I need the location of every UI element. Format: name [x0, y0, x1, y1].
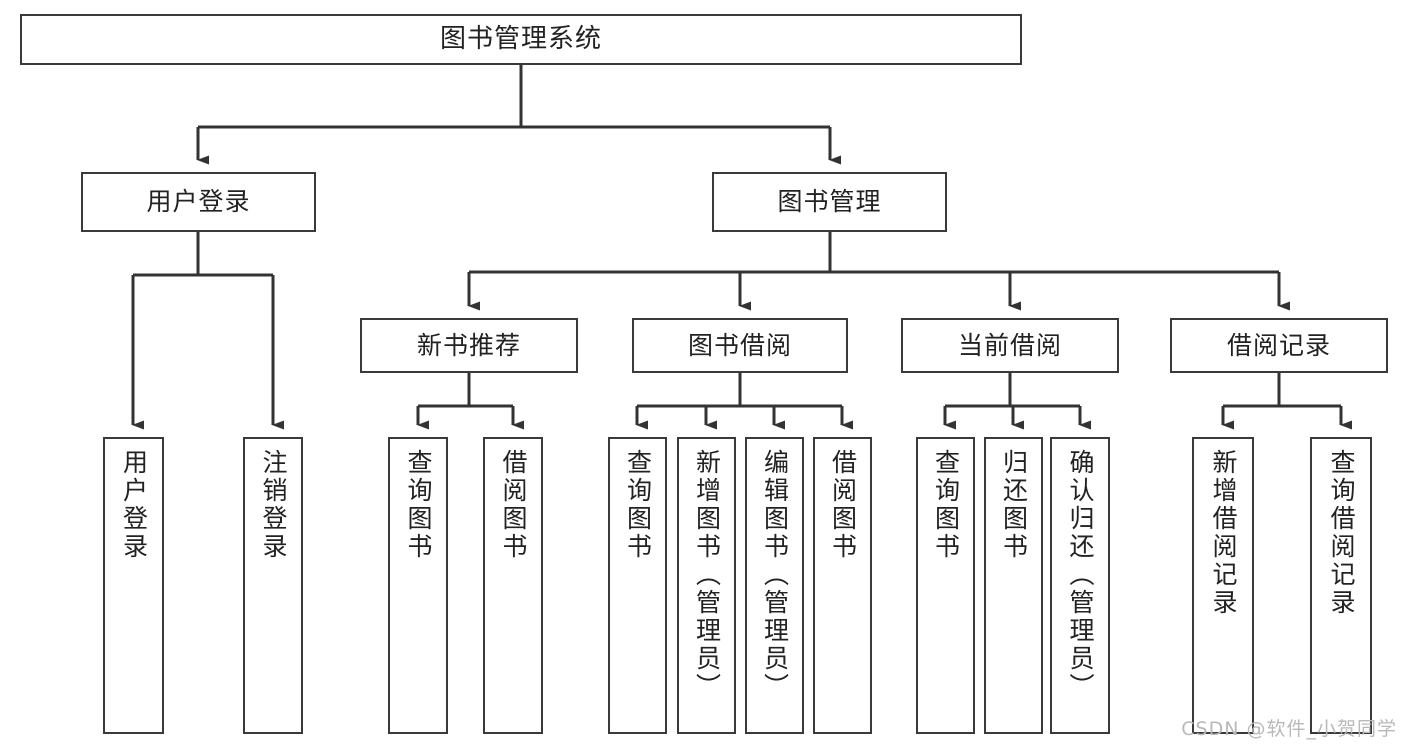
node-leaf-borrow-book-2-label: 借阅图书 [828, 449, 858, 561]
node-book-borrow-label: 图书借阅 [687, 330, 792, 360]
node-leaf-borrow-book-2[interactable]: 借阅图书 [813, 437, 872, 734]
node-leaf-return-book-label: 归还图书 [999, 449, 1029, 561]
node-leaf-query-record-label: 查询借阅记录 [1327, 449, 1356, 617]
node-leaf-user-login-label: 用户登录 [119, 449, 149, 561]
node-leaf-add-book-label: 新增图书（管理员） [692, 449, 722, 701]
node-leaf-add-record-label: 新增借阅记录 [1209, 449, 1238, 617]
node-leaf-query-record[interactable]: 查询借阅记录 [1310, 437, 1372, 734]
node-current-borrow-label: 当前借阅 [957, 330, 1062, 360]
node-leaf-add-book[interactable]: 新增图书（管理员） [677, 437, 736, 734]
node-book-manage[interactable]: 图书管理 [712, 172, 947, 232]
node-root[interactable]: 图书管理系统 [20, 14, 1022, 65]
node-leaf-query-book-2[interactable]: 查询图书 [608, 437, 667, 734]
node-book-borrow[interactable]: 图书借阅 [632, 318, 848, 373]
node-leaf-query-book-1[interactable]: 查询图书 [388, 437, 448, 734]
node-current-borrow[interactable]: 当前借阅 [901, 318, 1119, 373]
node-book-manage-label: 图书管理 [777, 187, 882, 217]
node-leaf-user-login[interactable]: 用户登录 [103, 437, 164, 734]
node-leaf-user-logout[interactable]: 注销登录 [243, 437, 303, 734]
node-leaf-return-book[interactable]: 归还图书 [984, 437, 1043, 734]
node-new-book-recommend-label: 新书推荐 [416, 330, 521, 360]
node-leaf-user-logout-label: 注销登录 [259, 449, 288, 561]
node-leaf-add-record[interactable]: 新增借阅记录 [1192, 437, 1254, 734]
node-leaf-query-book-3-label: 查询图书 [931, 449, 961, 561]
node-leaf-confirm-return[interactable]: 确认归还（管理员） [1050, 437, 1110, 734]
node-new-book-recommend[interactable]: 新书推荐 [360, 318, 578, 373]
node-leaf-borrow-book-1[interactable]: 借阅图书 [483, 437, 543, 734]
node-user-login[interactable]: 用户登录 [81, 172, 316, 232]
node-leaf-borrow-book-1-label: 借阅图书 [499, 449, 528, 561]
node-leaf-query-book-3[interactable]: 查询图书 [916, 437, 975, 734]
csdn-watermark: CSDN @软件_小贺同学 [1181, 718, 1397, 740]
node-borrow-record-label: 借阅记录 [1226, 330, 1331, 360]
node-leaf-confirm-return-label: 确认归还（管理员） [1066, 449, 1095, 701]
node-borrow-record[interactable]: 借阅记录 [1170, 318, 1388, 373]
node-leaf-query-book-1-label: 查询图书 [404, 449, 433, 561]
node-leaf-edit-book-label: 编辑图书（管理员） [760, 449, 790, 701]
node-user-login-label: 用户登录 [146, 187, 251, 217]
node-leaf-query-book-2-label: 查询图书 [623, 449, 653, 561]
node-root-label: 图书管理系统 [439, 24, 602, 55]
node-leaf-edit-book[interactable]: 编辑图书（管理员） [745, 437, 804, 734]
